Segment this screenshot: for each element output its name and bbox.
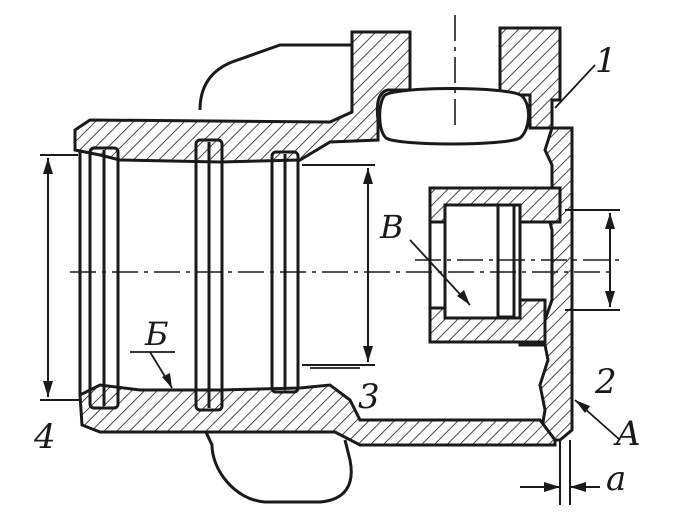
groove-2 bbox=[194, 138, 224, 412]
label-2: 2 bbox=[594, 362, 617, 402]
label-v-cyrillic: В bbox=[379, 208, 404, 246]
port-bore bbox=[428, 188, 522, 342]
body-wall-bottom bbox=[78, 383, 557, 447]
leader-arrow-v bbox=[457, 290, 470, 305]
port-block-upper bbox=[428, 186, 562, 224]
port-block-lower bbox=[428, 298, 547, 344]
body-wall-top bbox=[73, 30, 412, 164]
upper-cavity bbox=[378, 87, 530, 146]
center-lines bbox=[70, 15, 620, 273]
body-wall-right bbox=[518, 126, 574, 442]
leader-arrow-b bbox=[162, 373, 172, 388]
label-4: 4 bbox=[33, 417, 56, 457]
label-a-lower: a bbox=[606, 459, 626, 499]
bore-grooves bbox=[78, 138, 300, 412]
label-a-upper: A bbox=[613, 414, 641, 454]
dimension-arrowheads bbox=[43, 158, 615, 492]
label-3: 3 bbox=[358, 377, 380, 417]
groove-1 bbox=[88, 146, 120, 410]
top-lug-outline bbox=[198, 30, 410, 111]
leader-arrow-a bbox=[575, 400, 590, 413]
label-1: 1 bbox=[595, 41, 617, 81]
bottom-boss-outline bbox=[203, 429, 353, 504]
label-b-cyrillic: Б bbox=[144, 315, 169, 353]
